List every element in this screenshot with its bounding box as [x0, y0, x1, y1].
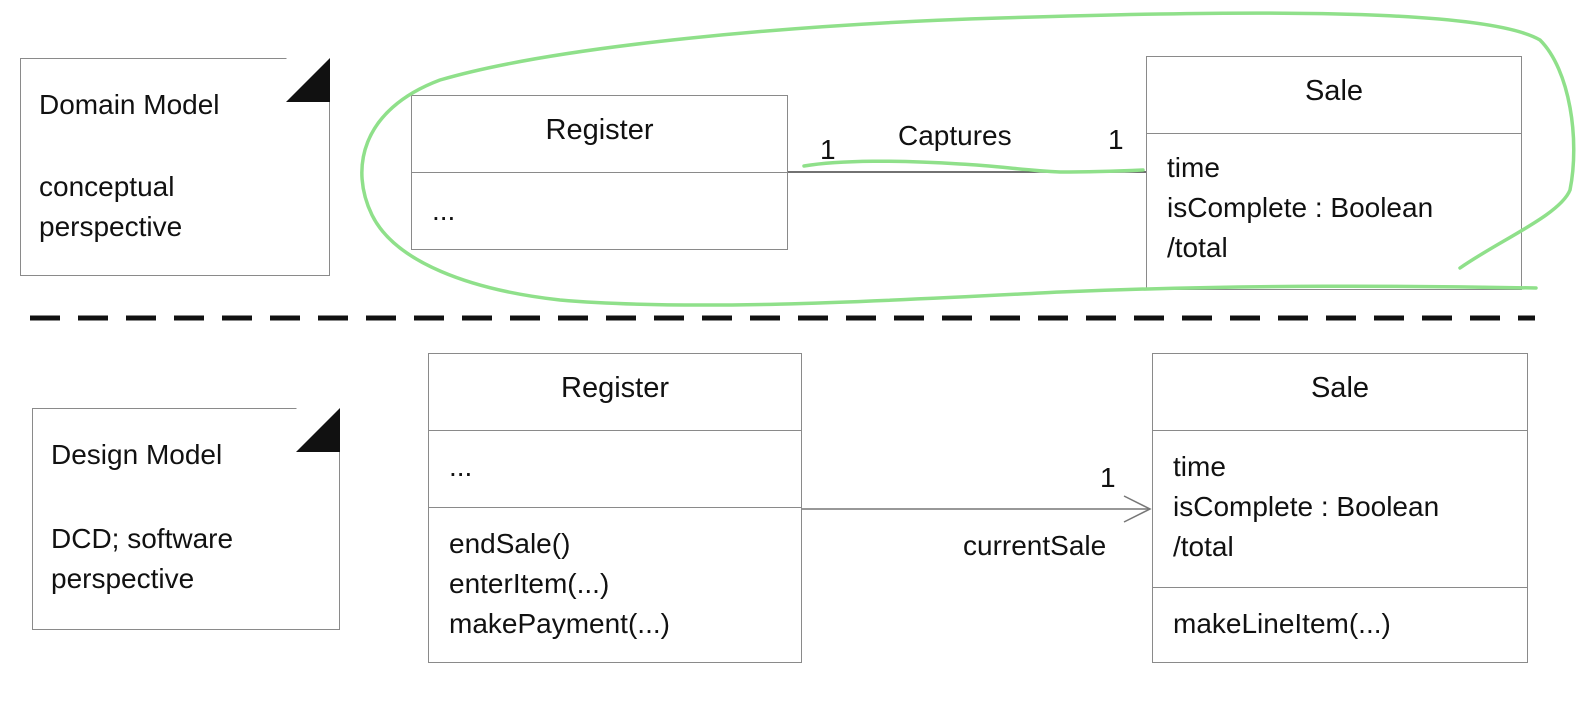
association-role-name: currentSale [963, 530, 1107, 561]
operation-compartment: makeLineItem(...) [1153, 587, 1527, 644]
design-multiplicity: 1 [1100, 462, 1116, 493]
note-fold-icon [296, 408, 340, 452]
right-multiplicity: 1 [1108, 124, 1124, 155]
design-note-line: perspective [51, 563, 195, 594]
operation: makePayment(...) [449, 608, 670, 639]
navigability-arrowhead [1123, 495, 1152, 523]
operation: endSale() [449, 528, 571, 559]
domain-note-line: conceptual [39, 171, 175, 202]
note-fold-icon [286, 58, 330, 102]
attribute: time [1173, 451, 1226, 482]
class-name: Register [545, 114, 654, 146]
design-model-note: Design Model DCD; software perspective [32, 407, 341, 630]
attribute-compartment: ... [429, 430, 801, 508]
domain-register-class: Register ... [411, 95, 788, 250]
attribute-compartment: ... [412, 172, 787, 231]
attribute: isComplete : Boolean [1167, 192, 1434, 223]
domain-note-line: perspective [39, 211, 183, 242]
design-note-body: DCD; software perspective [51, 519, 233, 599]
attribute-compartment: time isComplete : Boolean /total [1147, 133, 1521, 268]
class-name: Register [561, 372, 669, 404]
attribute: ... [432, 195, 456, 226]
association-name: Captures [898, 120, 1012, 151]
attribute: /total [1173, 531, 1234, 562]
attribute-compartment: time isComplete : Boolean /total [1153, 430, 1527, 588]
class-name: Sale [1310, 372, 1370, 404]
domain-note-title: Domain Model [39, 89, 220, 120]
attribute: /total [1167, 232, 1228, 263]
design-register-class: Register ... endSale() enterItem(...) ma… [428, 353, 802, 663]
design-note-title: Design Model [51, 439, 223, 470]
design-note-line: DCD; software [51, 523, 234, 554]
domain-model-note: Domain Model conceptual perspective [20, 57, 331, 276]
attribute: time [1167, 152, 1220, 183]
design-sale-class: Sale time isComplete : Boolean /total ma… [1152, 353, 1528, 663]
domain-note-body: conceptual perspective [39, 167, 182, 247]
attribute: isComplete : Boolean [1173, 491, 1440, 522]
operation-compartment: endSale() enterItem(...) makePayment(...… [429, 507, 801, 644]
operation: makeLineItem(...) [1173, 608, 1391, 639]
operation: enterItem(...) [449, 568, 610, 599]
class-name: Sale [1304, 75, 1364, 107]
attribute: ... [449, 451, 473, 482]
domain-sale-class: Sale time isComplete : Boolean /total [1146, 56, 1522, 290]
left-multiplicity: 1 [820, 134, 836, 165]
